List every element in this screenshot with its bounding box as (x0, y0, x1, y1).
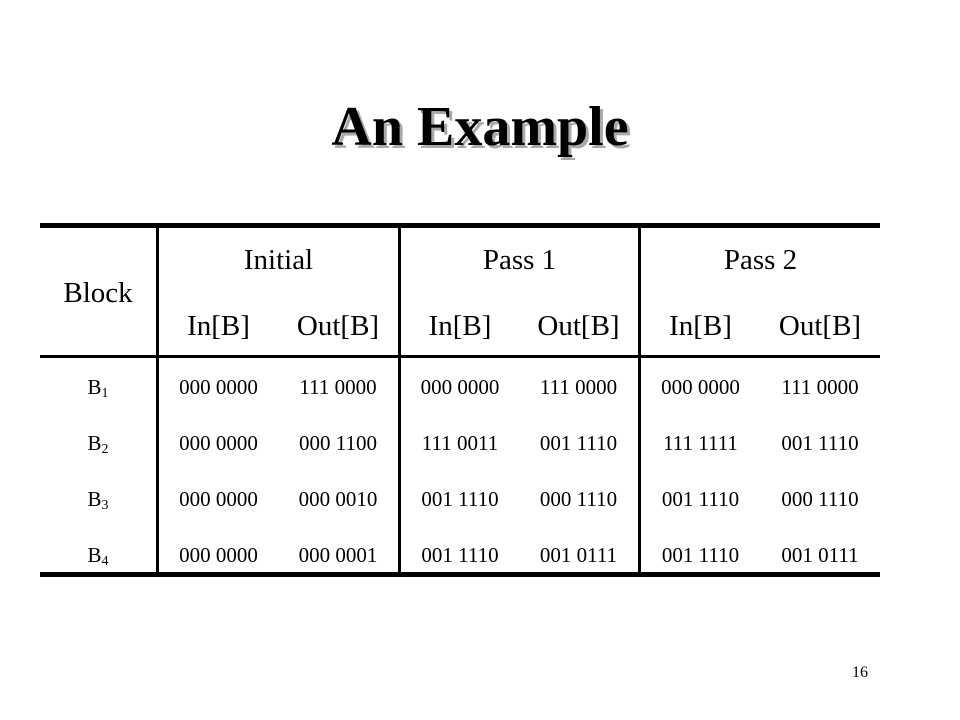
group-header-initial: Initial (243, 244, 314, 276)
dataflow-table: Block Initial Pass 1 Pass 2 In[B] Out[B]… (40, 223, 880, 577)
table-cell: 000 0010 (298, 487, 378, 511)
table-row-block-label: B2 (87, 431, 109, 457)
group-header-pass1: Pass 1 (482, 244, 557, 276)
table-cell: 000 1100 (299, 431, 377, 455)
subheader-pass2-out: Out[B] (778, 310, 862, 342)
table-cell: 000 0000 (661, 375, 740, 399)
table-cell: 001 1110 (661, 543, 740, 567)
table-cell: 000 0000 (179, 431, 258, 455)
table-cell: 111 0000 (781, 375, 859, 399)
subheader-initial-in: In[B] (187, 310, 250, 342)
table-cell: 000 1110 (539, 487, 618, 511)
table-cell: 001 0111 (539, 543, 618, 567)
table-cell: 000 0000 (179, 543, 258, 567)
table-divider-pass1 (638, 228, 641, 572)
table-cell: 111 0011 (421, 431, 499, 455)
table-cell: 000 0000 (420, 375, 500, 399)
page-number: 16 (852, 664, 868, 681)
subheader-initial-out: Out[B] (296, 310, 380, 342)
table-cell: 001 1110 (781, 431, 859, 455)
subheader-pass1-out: Out[B] (537, 310, 620, 342)
block-column-header: Block (63, 277, 133, 309)
table-row-block-label: B4 (87, 543, 109, 569)
table-cell: 000 1110 (781, 487, 859, 511)
group-header-pass2: Pass 2 (723, 244, 798, 276)
table-cell: 111 0000 (539, 375, 618, 399)
table-divider-block (156, 228, 159, 572)
slide-title: An Example (331, 96, 629, 158)
table-cell: 111 0000 (299, 375, 377, 399)
table-cell: 111 1111 (663, 431, 738, 455)
table-cell: 001 0111 (781, 543, 859, 567)
table-cell: 000 0000 (179, 375, 258, 399)
table-cell: 000 0000 (179, 487, 258, 511)
table-row-block-label: B3 (87, 487, 109, 513)
table-cell: 001 1110 (421, 487, 499, 511)
table-cell: 001 1110 (421, 543, 499, 567)
table-cell: 000 0001 (298, 543, 378, 567)
table-row-block-label: B1 (87, 375, 109, 401)
table-header-divider (40, 355, 880, 358)
table-cell: 001 1110 (539, 431, 618, 455)
subheader-pass1-in: In[B] (428, 310, 492, 342)
table-cell: 001 1110 (661, 487, 740, 511)
subheader-pass2-in: In[B] (669, 310, 732, 342)
table-divider-initial (398, 228, 401, 572)
